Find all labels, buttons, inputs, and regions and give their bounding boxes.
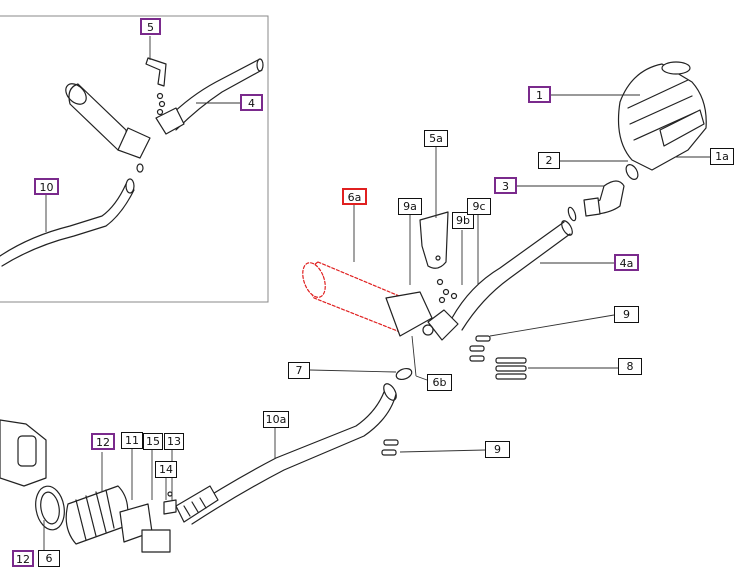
label-2: 2: [538, 152, 560, 169]
label-14: 14: [155, 461, 177, 478]
airbox-assembly: [617, 61, 707, 171]
hardware-13-14-15: [163, 491, 177, 515]
pipe-10a-ribbed-end: [175, 485, 219, 523]
inset-filter-canister: [65, 83, 151, 159]
label-1: 1: [528, 86, 551, 103]
bracket-5a: [419, 211, 449, 269]
filter-element-12: [65, 485, 171, 553]
label-5a: 5a: [424, 130, 448, 147]
inset-pipe-10: [0, 183, 135, 267]
small-hardware: [436, 278, 458, 304]
clamp-2: [625, 164, 639, 180]
label-11: 11: [121, 432, 143, 449]
label-7: 7: [288, 362, 310, 379]
label-13: 13: [164, 433, 184, 450]
detail-inset-frame: [0, 15, 269, 303]
label-8: 8: [618, 358, 642, 375]
label-12-bottom: 12: [12, 550, 34, 567]
label-6a: 6a: [342, 188, 367, 205]
bolts-9-lower: [381, 439, 399, 456]
label-9-top: 9: [614, 306, 639, 323]
label-10: 10: [34, 178, 59, 195]
inset-bracket: [145, 57, 167, 87]
filter-canister-6a: [302, 261, 459, 341]
label-10a: 10a: [263, 411, 289, 428]
label-9-bottom: 9: [485, 441, 510, 458]
label-9c: 9c: [467, 198, 491, 215]
label-4a: 4a: [614, 254, 639, 271]
label-1a: 1a: [710, 148, 734, 165]
label-9b: 9b: [452, 212, 474, 229]
label-6b: 6b: [427, 374, 452, 391]
inset-hardware: [136, 92, 166, 173]
hose-ring: [567, 206, 577, 222]
label-9a: 9a: [398, 198, 422, 215]
label-3: 3: [494, 177, 517, 194]
label-15: 15: [143, 433, 163, 450]
label-4: 4: [240, 94, 263, 111]
o-ring-7: [395, 367, 413, 381]
housing-6-bottom: [0, 419, 65, 531]
pipe-10a: [183, 391, 397, 525]
label-6-bottom: 6: [38, 550, 60, 567]
bolts-9-8: [469, 335, 527, 380]
label-12: 12: [91, 433, 115, 450]
hose-4a: [451, 221, 571, 331]
label-5: 5: [140, 18, 161, 35]
